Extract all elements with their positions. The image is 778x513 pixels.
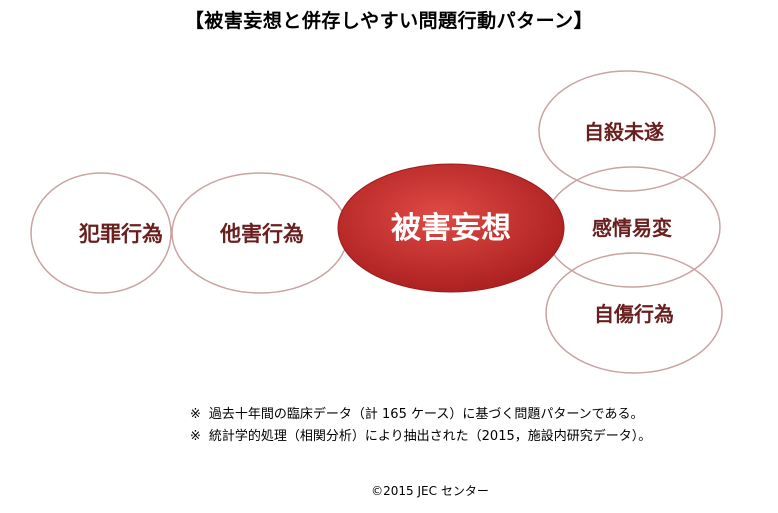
note-line: ※ 統計学的処理（相関分析）により抽出された（2015，施設内研究データ）。 <box>190 426 651 448</box>
node-self-harm-circle <box>545 252 723 374</box>
node-center-circle <box>337 163 565 293</box>
note-mark: ※ <box>190 407 201 422</box>
node-suicide-circle <box>538 70 716 192</box>
node-suicide-label: 自殺未遂 <box>584 120 664 144</box>
note-line: ※ 過去十年間の臨床データ（計 165 ケース）に基づく問題パターンである。 <box>190 404 651 426</box>
note-text: 過去十年間の臨床データ（計 165 ケース）に基づく問題パターンである。 <box>208 407 644 422</box>
node-crime-circle <box>30 172 172 294</box>
node-mood-label: 感情易変 <box>592 216 672 240</box>
diagram-title: 【被害妄想と併存しやすい問題行動パターン】 <box>184 10 594 32</box>
node-crime-label: 犯罪行為 <box>78 222 163 246</box>
node-center-label: 被害妄想 <box>391 211 511 246</box>
note-text: 統計学的処理（相関分析）により抽出された（2015，施設内研究データ）。 <box>208 429 652 444</box>
notes-block: ※ 過去十年間の臨床データ（計 165 ケース）に基づく問題パターンである。 ※ 統… <box>190 404 651 448</box>
note-mark: ※ <box>190 429 201 444</box>
node-harm-others-label: 他害行為 <box>219 222 304 246</box>
copyright-footer: ©2015 JEC センター <box>371 484 489 498</box>
node-self-harm-label: 自傷行為 <box>594 302 674 326</box>
